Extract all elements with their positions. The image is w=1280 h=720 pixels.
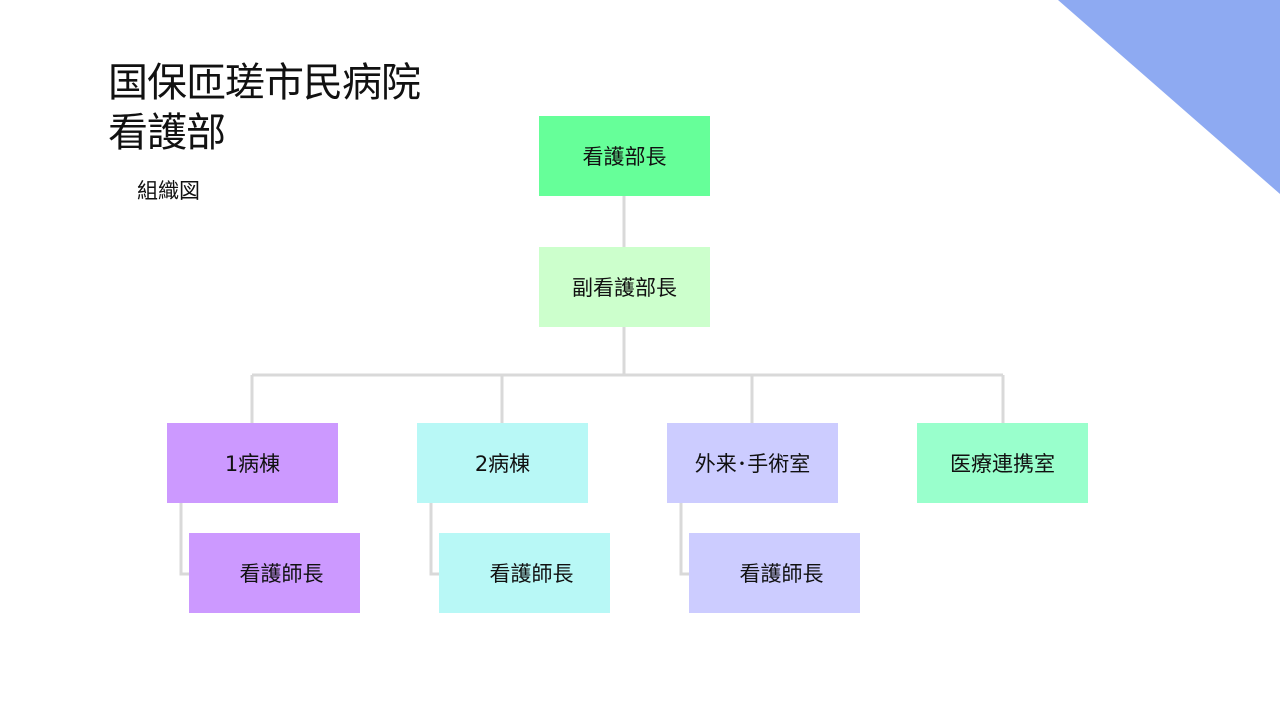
title-line-2: 看護部 (108, 110, 226, 156)
org-box-outpatient-surgery-chief: 看護師長 (689, 533, 860, 613)
org-label-ward-2: 2病棟 (474, 452, 531, 476)
org-box-ward-2-chief: 看護師長 (439, 533, 610, 613)
org-label-ward-1-chief: 看護師長 (239, 562, 324, 586)
org-box-ward-2: 2病棟 (417, 423, 588, 503)
corner-triangle-decoration (1058, 0, 1280, 194)
org-label-outpatient-surgery-chief: 看護師長 (739, 562, 824, 586)
org-label-ward-1: 1病棟 (224, 452, 281, 476)
title-line-1: 国保匝瑳市民病院 (108, 60, 421, 106)
page-title: 国保匝瑳市民病院 看護部 (108, 58, 421, 158)
org-box-head: 看護部長 (539, 116, 710, 196)
org-box-medical-cooperation: 医療連携室 (917, 423, 1088, 503)
connector-w1-chief (179, 503, 189, 576)
org-box-outpatient-surgery: 外来･手術室 (667, 423, 838, 503)
connector-op-chief (679, 503, 689, 576)
org-label-head: 看護部長 (582, 145, 667, 169)
connector-w2-chief (429, 503, 439, 576)
org-label-outpatient-surgery: 外来･手術室 (694, 452, 811, 476)
subtitle: 組織図 (137, 179, 200, 203)
org-label-medical-cooperation: 医療連携室 (950, 452, 1055, 476)
org-box-ward-1-chief: 看護師長 (189, 533, 360, 613)
org-label-ward-2-chief: 看護師長 (489, 562, 574, 586)
org-label-deputy: 副看護部長 (572, 276, 677, 300)
org-box-ward-1: 1病棟 (167, 423, 338, 503)
org-box-deputy: 副看護部長 (539, 247, 710, 327)
